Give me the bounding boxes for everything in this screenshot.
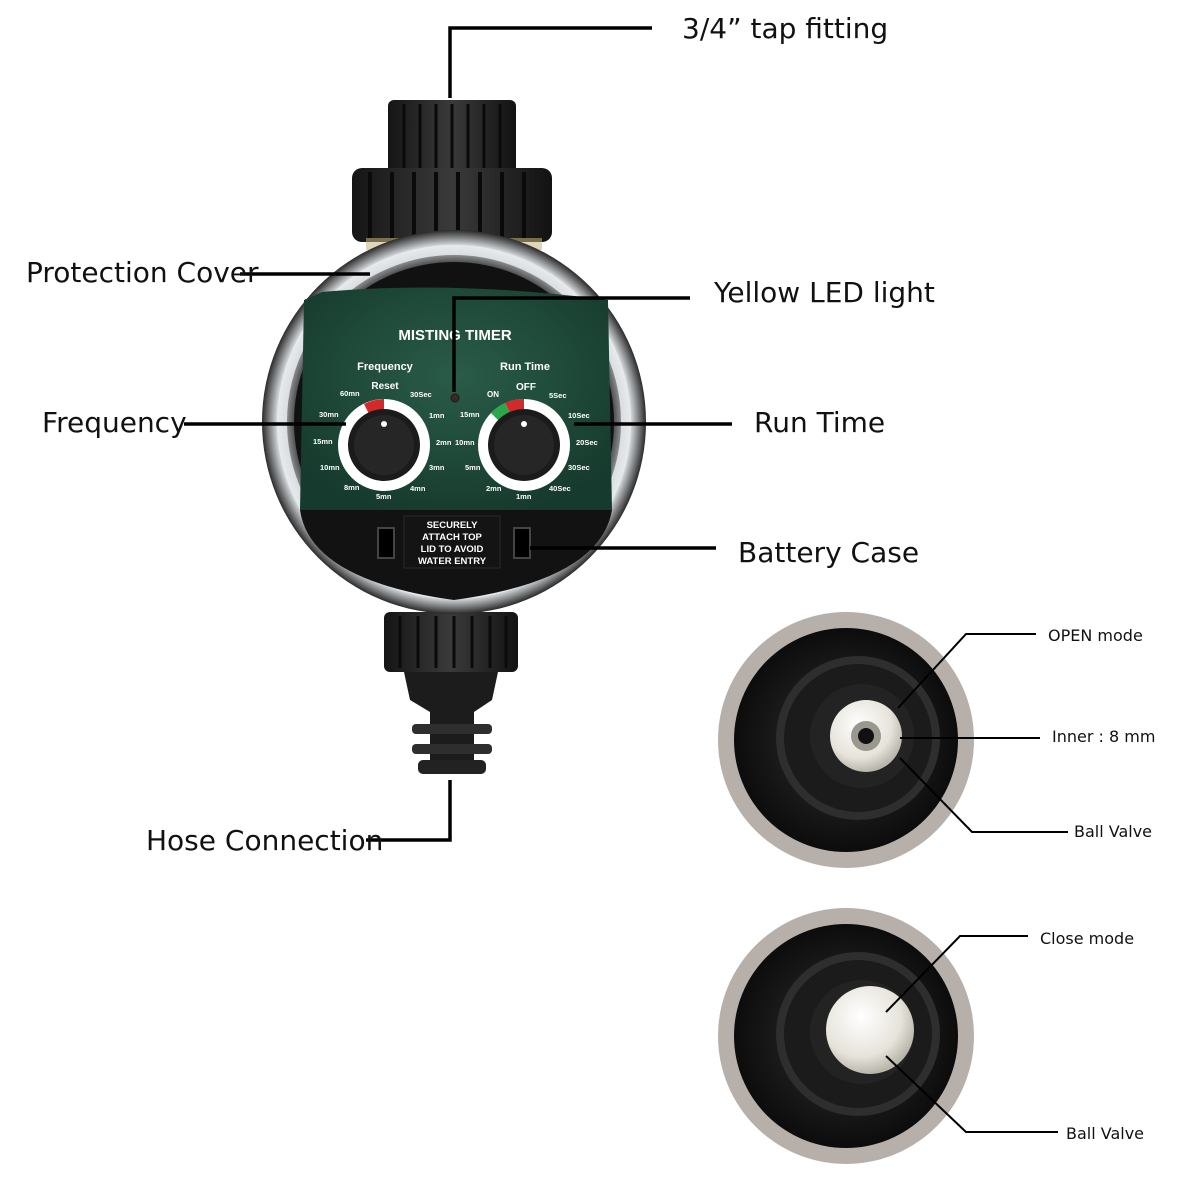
frequency-ticks: 60mn 30mn 15mn 10mn 8mn 5mn 4mn 3mn 2mn … — [313, 389, 452, 501]
inner-diameter-label: Inner : 8 mm — [1052, 727, 1155, 746]
frequency-face-label: Frequency — [357, 361, 414, 373]
run-time-tick: 1mn — [516, 492, 532, 501]
frequency-tick: 30Sec — [410, 390, 432, 399]
run-time-tick: 40Sec — [549, 484, 571, 493]
frequency-tick: 10mn — [320, 463, 340, 472]
run-time-tick: 10mn — [455, 438, 475, 447]
close-mode-detail — [718, 908, 974, 1164]
open-mode-label: OPEN mode — [1048, 626, 1143, 645]
hose-connector — [404, 672, 498, 770]
frequency-tick: 3mn — [429, 463, 445, 472]
tap-fitting-ridges — [402, 104, 502, 176]
frequency-tick: 4mn — [410, 484, 426, 493]
hose-nut — [384, 612, 518, 672]
battery-case-callout: Battery Case — [738, 536, 919, 569]
battery-label-line: WATER ENTRY — [418, 556, 487, 567]
yellow-led-callout: Yellow LED light — [713, 276, 935, 309]
run-time-tick: 20Sec — [576, 438, 598, 447]
hose-connection-callout: Hose Connection — [146, 824, 383, 857]
frequency-callout: Frequency — [42, 406, 187, 439]
run-time-face-label: Run Time — [500, 361, 550, 373]
run-time-tick: 10Sec — [568, 411, 590, 420]
run-time-tick: 15mn — [460, 410, 480, 419]
run-time-tick: 5mn — [465, 463, 481, 472]
frequency-tick: 15mn — [313, 437, 333, 446]
battery-label-line: LID TO AVOID — [421, 544, 484, 555]
battery-label-box: SECURELY ATTACH TOP LID TO AVOID WATER E… — [403, 515, 501, 569]
battery-label-line: ATTACH TOP — [422, 532, 482, 543]
run-time-tick: 30Sec — [568, 463, 590, 472]
timer-device: SECURELY ATTACH TOP LID TO AVOID WATER E… — [262, 100, 646, 774]
frequency-tick: 30mn — [319, 410, 339, 419]
frequency-tick: 8mn — [344, 483, 360, 492]
tap-fitting-callout: 3/4” tap fitting — [682, 12, 888, 45]
close-ball-valve — [826, 986, 914, 1074]
off-label: OFF — [516, 382, 536, 393]
battery-label-line: SECURELY — [427, 520, 479, 531]
run-time-dial[interactable] — [478, 398, 570, 491]
reset-label: Reset — [371, 381, 399, 392]
run-time-tick: 2mn — [486, 484, 502, 493]
open-detail-lines — [897, 633, 1068, 833]
frequency-tick: 1mn — [429, 411, 445, 420]
close-ball-valve-label: Ball Valve — [1066, 1124, 1144, 1143]
protection-cover-callout: Protection Cover — [26, 256, 259, 289]
frequency-dial[interactable] — [338, 399, 430, 491]
run-time-tick: 5Sec — [549, 391, 567, 400]
frequency-tick: 2mn — [436, 438, 452, 447]
run-time-callout: Run Time — [754, 406, 885, 439]
open-ball-valve-label: Ball Valve — [1074, 822, 1152, 841]
close-mode-label: Close mode — [1040, 929, 1134, 948]
open-mode-detail — [718, 612, 974, 868]
nut-ridges — [368, 172, 526, 238]
run-time-ticks: 15mn 10mn 5mn 2mn 1mn 40Sec 30Sec 20Sec … — [455, 391, 598, 501]
yellow-led-light — [450, 393, 460, 403]
on-label: ON — [487, 390, 499, 399]
frequency-tick: 60mn — [340, 389, 360, 398]
close-detail-lines — [885, 935, 1058, 1133]
callout-lines — [184, 26, 732, 842]
frequency-tick: 5mn — [376, 492, 392, 501]
